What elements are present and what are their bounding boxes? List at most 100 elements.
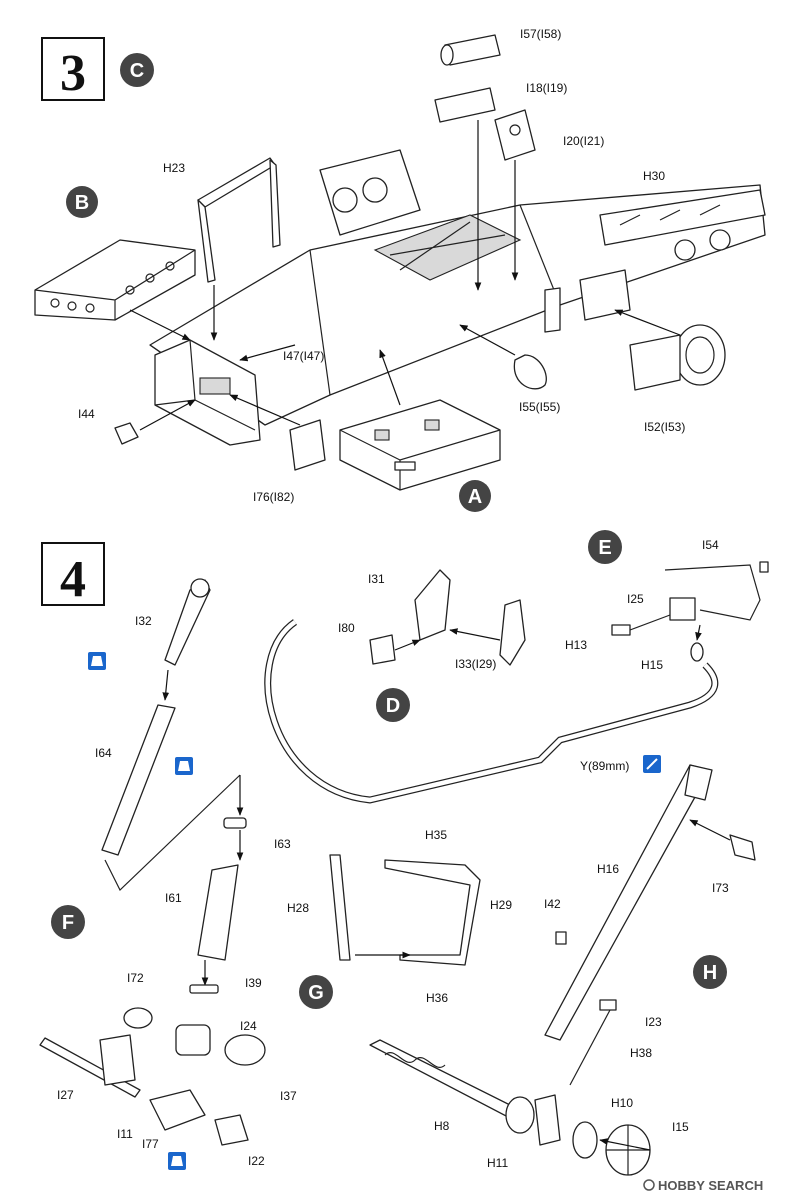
step-3-section: 3 C [34, 27, 766, 512]
disk-h10-drawing [572, 1121, 598, 1159]
label-i44: I44 [78, 407, 95, 421]
part-i18-drawing [434, 87, 496, 123]
sub-assembly-g-marker: G [299, 975, 333, 1009]
label-i27: I27 [57, 1088, 74, 1102]
rod-h38-drawing [569, 999, 617, 1086]
label-i33: I33(I29) [455, 657, 496, 671]
label-i72: I72 [127, 971, 144, 985]
basket-b-drawing [34, 239, 196, 321]
label-i39: I39 [245, 976, 262, 990]
label-i37: I37 [280, 1089, 297, 1103]
watermark: HOBBY SEARCH [643, 1178, 763, 1193]
step-3-number: 3 [60, 45, 86, 102]
cable-length-icon [643, 755, 661, 773]
handle-h23-drawing [197, 157, 281, 283]
label-i80: I80 [338, 621, 355, 635]
label-h16: H16 [597, 862, 619, 876]
sub-assembly-h-marker: H [693, 955, 727, 989]
cement-icon [175, 757, 193, 775]
tube-i61-drawing [197, 864, 239, 961]
label-h23: H23 [163, 161, 185, 175]
svg-text:E: E [598, 537, 611, 559]
wheel-i15-drawing [605, 1124, 651, 1176]
svg-text:B: B [75, 192, 89, 214]
label-i25: I25 [627, 592, 644, 606]
sub-assembly-e-marker: E [588, 530, 622, 564]
step-3-box [41, 37, 105, 101]
step-4-box [41, 542, 105, 606]
part-i77-drawing [149, 1089, 206, 1131]
sub-assembly-f-marker: F [51, 905, 85, 939]
part-i44-drawing [114, 422, 139, 445]
plug-h13-drawing [611, 614, 671, 636]
label-i24: I24 [240, 1019, 257, 1033]
part-i55-drawing [513, 354, 547, 390]
label-i31: I31 [368, 572, 385, 586]
label-i63: I63 [274, 837, 291, 851]
part-i73-drawing [729, 834, 756, 861]
label-i57: I57(I58) [520, 27, 561, 41]
sub-assembly-d-marker: D [376, 688, 410, 722]
part-i22-drawing [214, 1114, 249, 1146]
svg-text:C: C [130, 60, 144, 82]
frame-g-drawing [329, 854, 481, 966]
label-i73: I73 [712, 881, 729, 895]
svg-text:HOBBY SEARCH: HOBBY SEARCH [658, 1178, 763, 1193]
part-i37-drawing [224, 1034, 266, 1066]
label-h30: H30 [643, 169, 665, 183]
part-i76-drawing [289, 419, 326, 471]
part-i25-drawing [669, 597, 696, 621]
part-i39-drawing [189, 984, 219, 994]
label-i54: I54 [702, 538, 719, 552]
sub-assembly-c-marker: C [120, 53, 154, 87]
label-h8: H8 [434, 1119, 450, 1133]
sub-assembly-a-marker: A [459, 480, 491, 512]
part-h11-drawing [505, 1094, 561, 1146]
chassis-frame-drawing [149, 149, 766, 426]
label-i15: I15 [672, 1120, 689, 1134]
label-i55: I55(I55) [519, 400, 560, 414]
svg-text:H: H [703, 962, 717, 984]
label-h11: H11 [487, 1156, 508, 1170]
sub-assembly-b-marker: B [66, 186, 98, 218]
label-h15: H15 [641, 658, 663, 672]
label-y: Y(89mm) [580, 759, 629, 773]
part-i52-drawing [629, 324, 726, 391]
part-i63-drawing [223, 817, 247, 829]
part-i42-drawing [555, 931, 567, 945]
label-i22: I22 [248, 1154, 265, 1168]
label-i76: I76(I82) [253, 490, 294, 504]
label-i18: I18(I19) [526, 81, 567, 95]
label-i11: I11 [117, 1127, 133, 1141]
label-i20: I20(I21) [563, 134, 604, 148]
label-i47: I47(I47) [283, 349, 324, 363]
label-h29: H29 [490, 898, 512, 912]
part-i20-drawing [494, 109, 536, 161]
label-h36: H36 [426, 991, 448, 1005]
label-i77: I77 [142, 1137, 159, 1151]
step-4-section: 4 [39, 530, 769, 1176]
spring-h8-drawing [369, 1039, 521, 1119]
cable-y-drawing [264, 619, 719, 804]
cement-icon [168, 1152, 186, 1170]
part-h15-drawing [690, 642, 704, 662]
bracket-d-drawing [369, 569, 526, 666]
label-h10: H10 [611, 1096, 633, 1110]
label-i64: I64 [95, 746, 112, 760]
part-i24-drawing [175, 1024, 211, 1056]
label-h35: H35 [425, 828, 447, 842]
cable-i54-drawing [664, 561, 769, 621]
svg-text:A: A [468, 486, 482, 508]
svg-text:D: D [386, 695, 400, 717]
part-i72-drawing [123, 1007, 153, 1029]
strut-i32-drawing [164, 578, 211, 666]
arm-h16-drawing [544, 764, 713, 1041]
label-i32: I32 [135, 614, 152, 628]
tube-i64-drawing [101, 704, 176, 856]
label-i61: I61 [165, 891, 182, 905]
label-i52: I52(I53) [644, 420, 685, 434]
label-h38: H38 [630, 1046, 652, 1060]
part-i57-drawing [440, 34, 501, 66]
part-i11-drawing [99, 1034, 136, 1086]
